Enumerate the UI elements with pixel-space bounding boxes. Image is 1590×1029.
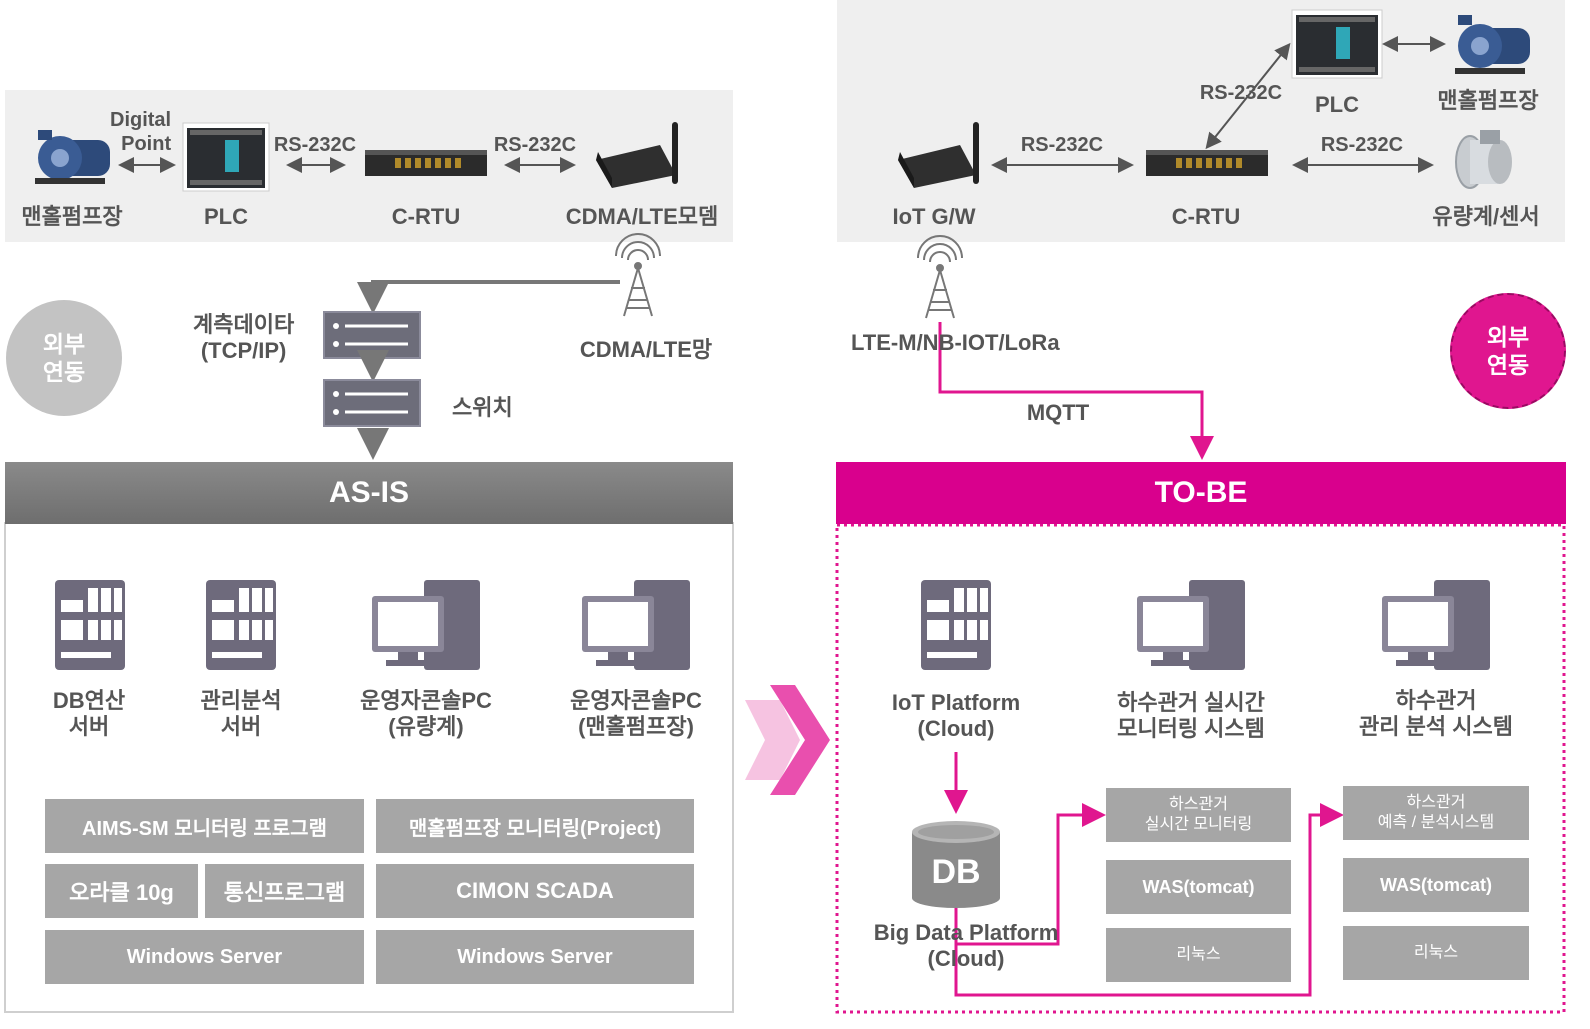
tobe-protocol-label: MQTT <box>1026 400 1090 425</box>
asis-console-pc-1-icon <box>372 580 480 670</box>
asis-tower-icon <box>615 233 661 317</box>
asis-box-comm: 통신프로그램 <box>205 864 364 918</box>
asis-mgmt-server-icon <box>206 580 276 670</box>
tobe-body-frame <box>835 523 1566 1014</box>
asis-modem-icon <box>596 122 678 188</box>
asis-switch-upper-icon <box>323 311 421 359</box>
asis-data-label: 계측데이타 (TCP/IP) <box>193 312 295 363</box>
asis-crtu-icon <box>365 150 487 176</box>
asis-db-server-icon <box>55 580 125 670</box>
db-cylinder-icon <box>912 821 1000 908</box>
tobe-bigdata-label: Big Data Platform (Cloud) <box>873 920 1059 971</box>
db-icon-label: DB <box>931 853 980 891</box>
tobe-analysis-pc-icon <box>1382 580 1490 670</box>
tobe-crtu-label: C-RTU <box>1171 204 1241 229</box>
asis-box-cimon: CIMON SCADA <box>376 864 694 918</box>
asis-box-manhole: 맨홀펌프장 모니터링(Project) <box>376 799 694 853</box>
tobe-stack1-os: 리눅스 <box>1106 928 1291 982</box>
asis-header: AS-IS <box>5 462 733 524</box>
asis-rs232-label-1: RS-232C <box>273 134 357 156</box>
tobe-gw-icon <box>898 122 979 188</box>
tobe-stack2-os: 리눅스 <box>1343 926 1529 980</box>
asis-external-badge: 외부 연동 <box>6 300 122 416</box>
asis-box-oracle: 오라클 10g <box>45 864 198 918</box>
tobe-plc-icon <box>1291 9 1383 79</box>
tobe-rs232-gw-label: RS-232C <box>1020 134 1104 156</box>
tobe-stack1-was: WAS(tomcat) <box>1106 860 1291 914</box>
asis-digital-point-label: Digital Point <box>110 109 172 155</box>
asis-server-label-console2: 운영자콘솔PC (맨홀펌프장) <box>570 688 702 739</box>
tobe-network-label: LTE-M/NB-IOT/LoRa <box>851 330 1060 355</box>
tobe-stack2-was: WAS(tomcat) <box>1343 858 1529 912</box>
asis-server-label-mgmt: 관리분석 서버 <box>200 688 282 739</box>
asis-server-label-db: DB연산 서버 <box>52 688 126 739</box>
asis-console-pc-2-icon <box>582 580 690 670</box>
tobe-monitoring-pc-icon <box>1137 580 1245 670</box>
asis-box-windows-1: Windows Server <box>45 930 364 984</box>
tobe-external-badge: 외부 연동 <box>1450 293 1566 409</box>
tobe-gw-label: IoT G/W <box>892 204 976 229</box>
asis-pump-icon <box>35 130 110 184</box>
tobe-system-label-iot: IoT Platform (Cloud) <box>891 690 1021 741</box>
tobe-tower-icon <box>917 235 963 319</box>
tobe-flowmeter-icon <box>1455 130 1512 189</box>
tobe-rs232-flow-label: RS-232C <box>1320 134 1404 156</box>
tobe-crtu-icon <box>1146 150 1268 176</box>
asis-switch-lower-icon <box>323 379 421 427</box>
asis-plc-icon <box>182 122 270 192</box>
asis-network-label: CDMA/LTE망 <box>579 337 713 362</box>
asis-box-windows-2: Windows Server <box>376 930 694 984</box>
tobe-flow-label: 유량계/센서 <box>1432 204 1540 229</box>
asis-crtu-label: C-RTU <box>391 204 461 229</box>
tobe-pump-label: 맨홀펌프장 <box>1437 88 1539 113</box>
tobe-system-label-monitoring: 하수관거 실시간 모니터링 시스템 <box>1117 690 1265 741</box>
tobe-plc-label: PLC <box>1315 92 1359 117</box>
asis-box-aims: AIMS-SM 모니터링 프로그램 <box>45 799 364 853</box>
asis-server-label-console1: 운영자콘솔PC (유량계) <box>360 688 492 739</box>
tobe-pump-icon <box>1455 15 1530 74</box>
tobe-rs232-plc-label: RS-232C <box>1199 82 1283 104</box>
tobe-stack2-app: 하스관거 예측 / 분석시스템 <box>1343 786 1529 840</box>
asis-switch-label: 스위치 <box>452 395 513 420</box>
asis-plc-label: PLC <box>204 204 248 229</box>
asis-modem-label: CDMA/LTE모뎀 <box>565 204 719 229</box>
tobe-iot-platform-server-icon <box>921 580 991 670</box>
asis-rs232-label-2: RS-232C <box>493 134 577 156</box>
tobe-stack1-app: 하스관거 실시간 모니터링 <box>1106 788 1291 842</box>
transition-arrow-icon <box>745 685 830 795</box>
tobe-header: TO-BE <box>836 462 1566 524</box>
asis-pump-label: 맨홀펌프장 <box>21 204 123 229</box>
tobe-system-label-analysis: 하수관거 관리 분석 시스템 <box>1359 688 1513 739</box>
